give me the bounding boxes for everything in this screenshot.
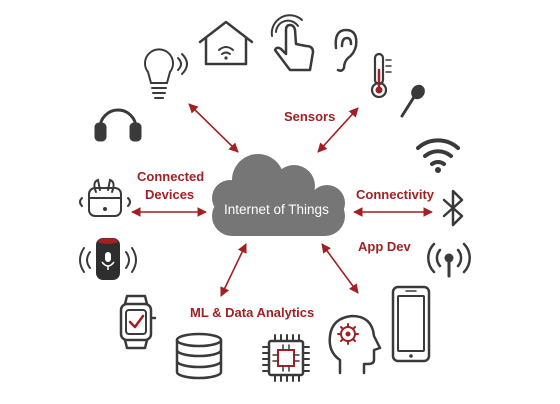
smart-bulb-icon xyxy=(144,48,188,99)
database-icon xyxy=(175,332,223,380)
arrow-sensors xyxy=(317,107,359,153)
touch-hand-icon xyxy=(270,14,315,72)
category-sensors: Sensors xyxy=(284,109,336,124)
category-connected-devices-line2: Devices xyxy=(145,187,195,202)
wifi-icon xyxy=(416,138,460,173)
arrow-ml-analytics xyxy=(220,243,247,297)
connection-arrows xyxy=(131,103,433,297)
smartwatch-icon xyxy=(119,294,157,350)
arrow-smart-home xyxy=(188,103,239,153)
thermometer-icon xyxy=(370,52,392,99)
category-connected-devices-line1: Connected xyxy=(137,169,205,184)
smartphone-icon xyxy=(391,285,431,363)
headphones-icon xyxy=(94,108,142,142)
wireless-earbuds-icon xyxy=(79,178,131,217)
center-label: Internet of Things xyxy=(224,202,329,217)
broadcast-icon xyxy=(427,242,471,278)
category-connectivity: Connectivity xyxy=(356,187,435,202)
bluetooth-icon xyxy=(442,189,464,227)
ai-head-icon xyxy=(328,314,382,375)
microphone-icon xyxy=(400,84,425,118)
cloud-shape xyxy=(212,154,345,236)
chip-icon xyxy=(262,334,310,382)
smart-home-icon xyxy=(198,20,254,66)
ear-icon xyxy=(334,28,358,72)
arrow-app-dev xyxy=(321,243,359,294)
category-ml-analytics: ML & Data Analytics xyxy=(190,305,315,320)
category-app-dev: App Dev xyxy=(358,239,411,254)
smart-speaker-icon xyxy=(79,238,137,280)
